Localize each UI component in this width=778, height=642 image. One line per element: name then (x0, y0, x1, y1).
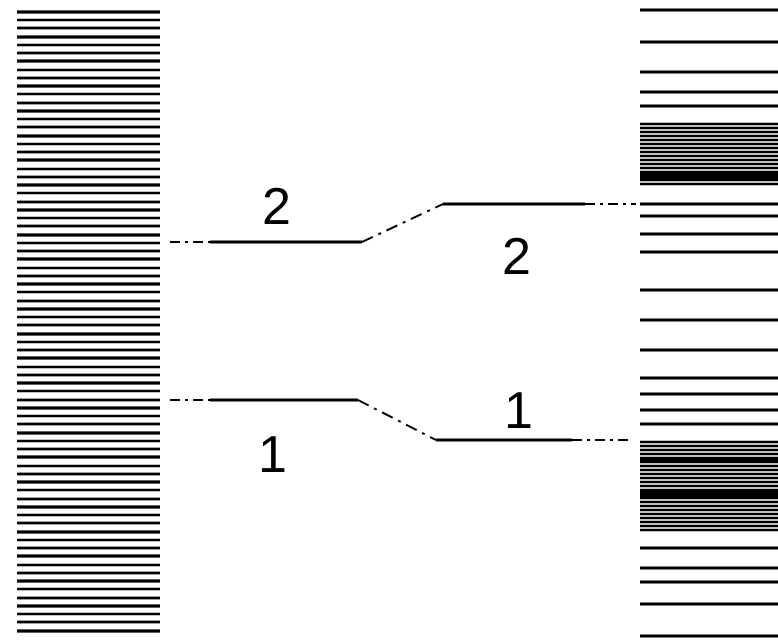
label-right-1: 1 (504, 382, 533, 440)
label-left-1: 1 (258, 426, 287, 484)
right-stripe-column (640, 8, 778, 638)
connector-line-1 (170, 398, 632, 442)
label-right-2: 2 (502, 228, 531, 286)
connector-1-slant (357, 399, 437, 441)
connector-line-2 (170, 202, 636, 244)
label-left-2: 2 (262, 178, 291, 236)
left-stripe-column (17, 10, 160, 633)
connector-2-slant (361, 203, 444, 243)
